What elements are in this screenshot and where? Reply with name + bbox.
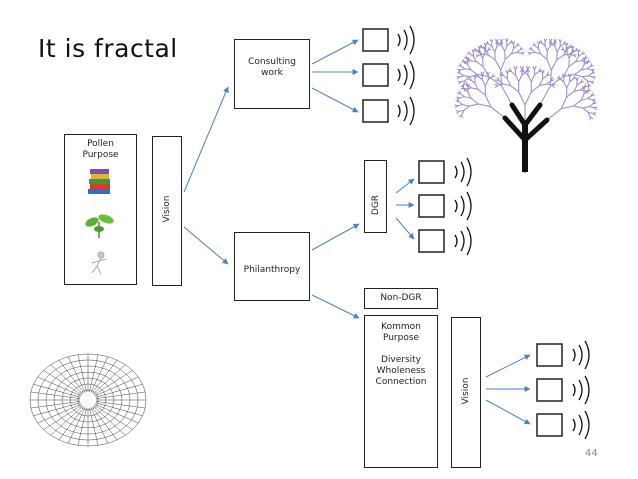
page-number: 44 [585,448,598,459]
pollen-line-1: Pollen [87,139,114,149]
arrow-consulting-to-sq1 [311,39,359,65]
vision-bar-right [451,317,481,468]
vision-outputs [536,340,590,440]
kommon-line-diversity: Diversity [380,355,422,365]
consulting-line-2: work [261,68,283,78]
kommon-line-1: Kommon [381,322,421,332]
torus-wireframe-icon [29,353,147,447]
arrow-dgr-to-sq1 [395,178,415,194]
seedling-icon [85,214,114,238]
pollen-line-2: Purpose [82,150,119,160]
non-dgr-label: Non-DGR [380,293,422,303]
philanthropy-label: Philanthropy [243,265,301,275]
output-square [536,378,563,402]
non-dgr-box: Non-DGR [364,288,438,309]
arrow-vision-to-consulting [183,86,229,193]
pollen-purpose-label: Pollen Purpose [65,139,136,161]
consulting-work-box: Consulting work [234,39,310,109]
output-square [362,28,389,52]
dgr-outputs [418,157,472,256]
output-square [362,63,389,87]
arrow-vision-to-sq1 [485,354,531,378]
person-figure-icon [91,251,107,275]
output-square [418,229,445,253]
philanthropy-box: Philanthropy [234,232,310,301]
wave-icon [454,157,472,256]
output-square [418,160,445,184]
connector-arrows [183,39,531,425]
arrow-vision-to-philanthropy [183,226,229,265]
kommon-line-connection: Connection [375,377,427,387]
vision-bar-left [152,136,182,286]
kommon-line-2: Purpose [382,333,420,343]
consulting-line-1: Consulting [248,57,296,67]
arrow-dgr-to-sq3 [395,217,415,240]
output-square [418,194,445,218]
wave-icon [572,340,590,440]
kommon-line-wholeness: Wholeness [376,366,426,376]
output-square [536,343,563,367]
consulting-outputs [362,25,415,126]
arrow-consulting-to-sq3 [311,87,359,113]
arrow-vision-to-sq3 [485,399,531,425]
wave-icon [397,25,415,126]
fractal-tree-icon [454,38,598,173]
kommon-purpose-text: Kommon Purpose Diversity Wholeness Conne… [365,322,437,388]
dgr-box [364,160,387,233]
kommon-purpose-box: Kommon Purpose Diversity Wholeness Conne… [364,315,438,468]
books-icon [88,169,110,194]
output-square [362,99,389,123]
slide-title: It is fractal [38,34,178,63]
output-square [536,413,563,437]
arrow-philanthropy-to-kommon [311,294,360,319]
arrow-philanthropy-to-dgr [311,223,360,251]
